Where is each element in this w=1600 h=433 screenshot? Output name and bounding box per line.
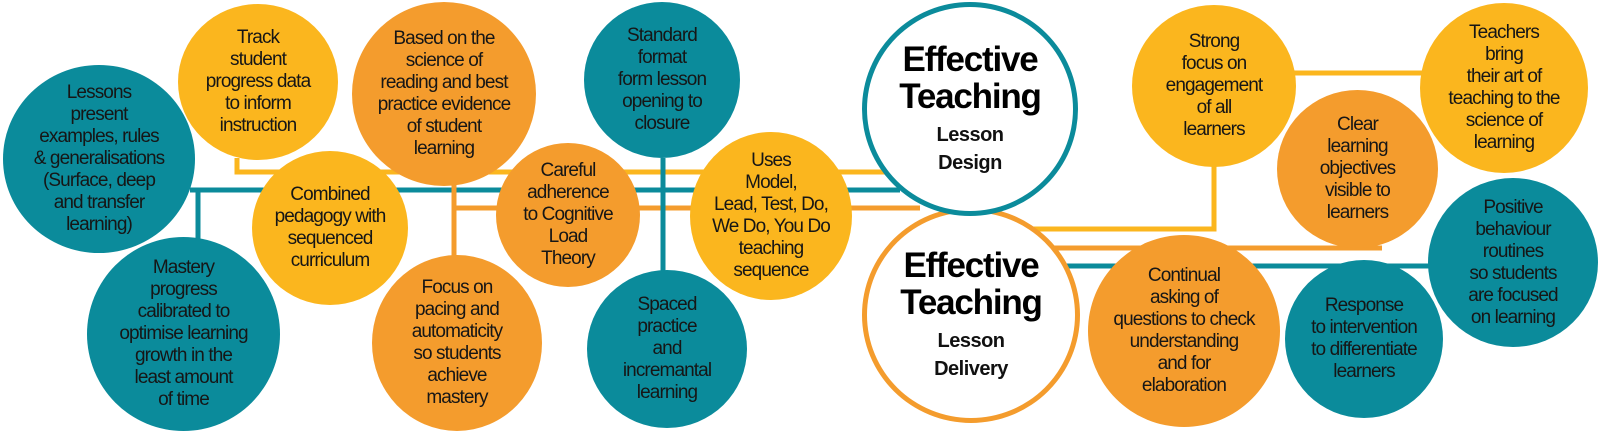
hub-title: Effective Teaching (899, 40, 1042, 116)
bubble-text: Response to intervention to differentiat… (1311, 295, 1418, 382)
bubble-text: Focus on pacing and automaticity so stud… (411, 277, 503, 408)
bubble-text: Mastery progress calibrated to optimise … (119, 257, 248, 410)
bubble-text: Lessons present examples, rules & genera… (33, 82, 165, 235)
bubble-combined-pedagogy: Combined pedagogy with sequenced curricu… (252, 151, 408, 305)
bubble-science-of-reading: Based on the science of reading and best… (352, 2, 536, 186)
bubble-text: Spaced practice and incremantal learning (622, 294, 712, 403)
bubble-model-lead-test: Uses Model, Lead, Test, Do, We Do, You D… (690, 132, 852, 300)
bubble-behaviour-routines: Positive behaviour routines so students … (1428, 178, 1598, 347)
bubble-engagement: Strong focus on engagement of all learne… (1132, 5, 1296, 167)
bubble-cognitive-load: Careful adherence to Cognitive Load Theo… (496, 143, 640, 287)
bubble-text: Track student progress data to inform in… (205, 27, 311, 136)
bubble-text: Careful adherence to Cognitive Load Theo… (523, 160, 613, 269)
bubble-lessons-present: Lessons present examples, rules & genera… (3, 65, 195, 253)
hub-title: Effective Teaching (900, 246, 1043, 322)
bubble-art-of-teaching: Teachers bring their art of teaching to … (1420, 3, 1588, 173)
bubble-track-progress: Track student progress data to inform in… (178, 4, 338, 160)
bubble-text: Positive behaviour routines so students … (1468, 196, 1558, 328)
bubble-spaced-practice: Spaced practice and incremantal learning (587, 270, 747, 428)
bubble-questioning: Continual asking of questions to check u… (1088, 235, 1280, 427)
hub-subtitle: Lesson Design (936, 124, 1004, 174)
bubble-text: Uses Model, Lead, Test, Do, We Do, You D… (712, 150, 831, 281)
bubble-pacing-automaticity: Focus on pacing and automaticity so stud… (372, 255, 542, 431)
bubble-text: Strong focus on engagement of all learne… (1165, 31, 1264, 140)
bubble-text: Continual asking of questions to check u… (1113, 265, 1255, 396)
bubble-standard-format: Standard format form lesson opening to c… (584, 2, 740, 158)
bubble-mastery-progress: Mastery progress calibrated to optimise … (87, 237, 280, 431)
bubble-text: Standard format form lesson opening to c… (617, 25, 707, 134)
hub-subtitle: Lesson Delivery (934, 330, 1008, 380)
bubble-text: Combined pedagogy with sequenced curricu… (274, 184, 387, 271)
bubble-text: Teachers bring their art of teaching to … (1448, 22, 1560, 153)
hub-lesson-design: Effective Teaching Lesson Design (862, 2, 1078, 216)
bubble-learning-objectives: Clear learning objectives visible to lea… (1277, 90, 1438, 248)
bubble-text: Based on the science of reading and best… (377, 28, 511, 159)
connector-yellow-design (234, 158, 900, 175)
bubble-text: Clear learning objectives visible to lea… (1319, 114, 1396, 223)
connector-yellow-engagement (1030, 165, 1217, 232)
hub-lesson-delivery: Effective Teaching Lesson Delivery (862, 207, 1080, 423)
bubble-response-to-intervention: Response to intervention to differentiat… (1285, 260, 1443, 418)
